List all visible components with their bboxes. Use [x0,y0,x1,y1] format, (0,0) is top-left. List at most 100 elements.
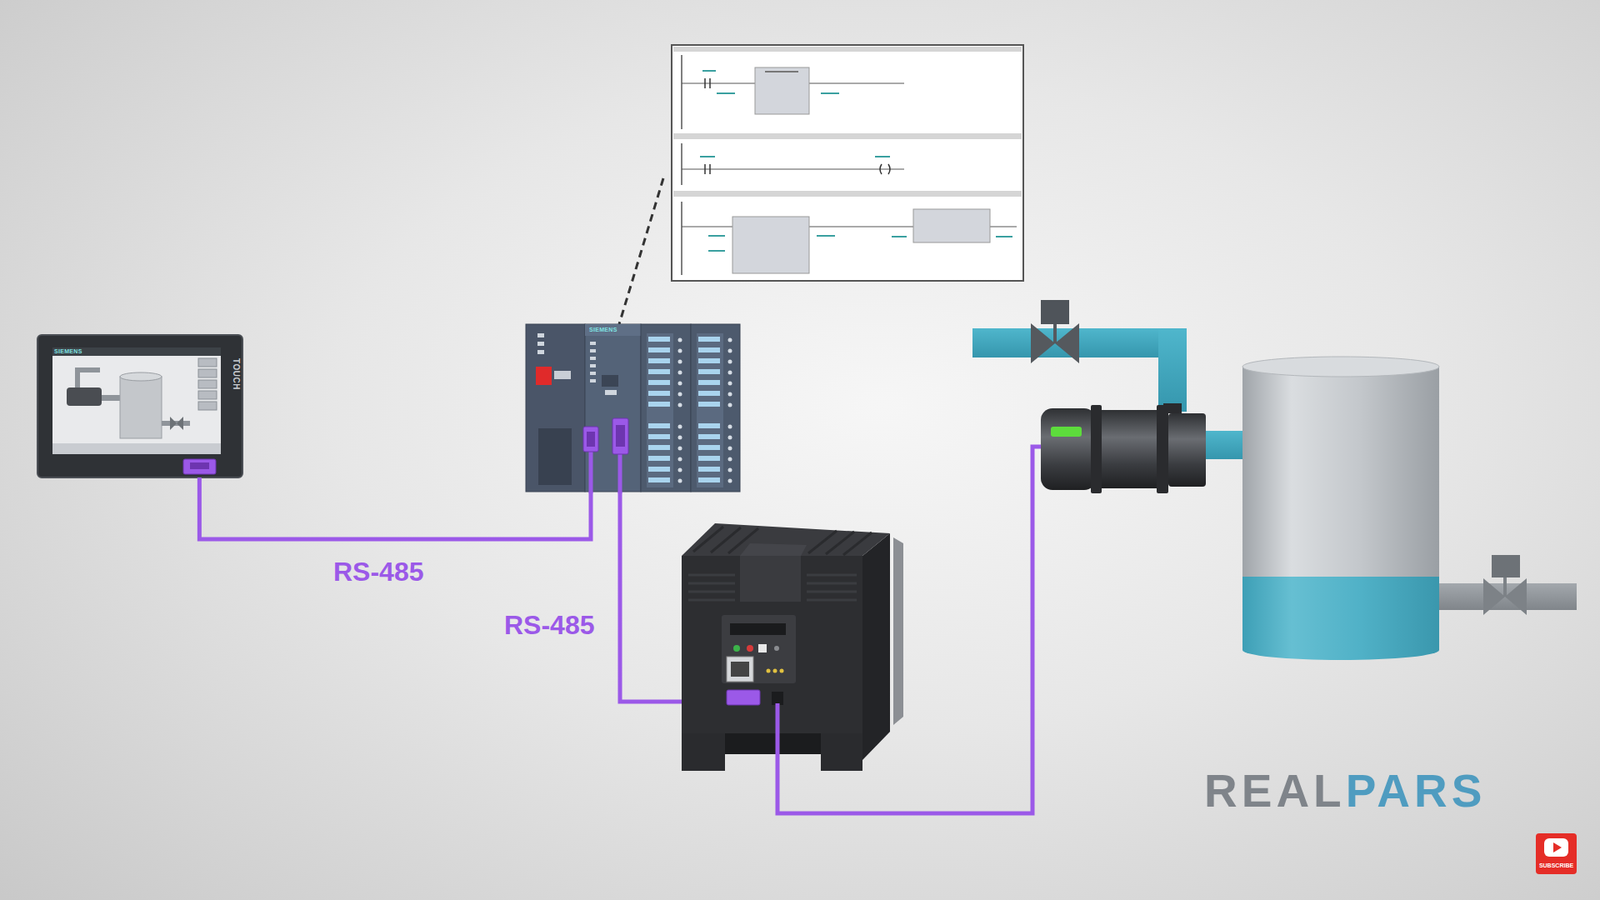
motor-flange [1090,405,1102,494]
terminal-screw [678,392,683,397]
channel-label [698,434,720,440]
tank-top [1242,356,1440,377]
terminal-screw [728,425,733,430]
valve-actuator [1491,555,1520,578]
connector-group [199,477,591,540]
tag-mark [700,155,715,158]
function-block [913,209,990,243]
drive-recess [725,733,821,755]
leader-line [619,178,664,325]
channel-label [648,390,670,396]
channel-label [698,369,720,375]
channel-label [698,358,720,364]
running-indicator [1050,426,1082,437]
tag-mark [875,155,890,158]
status-led [590,356,596,360]
terminal-screw [728,338,733,343]
drive-foot [820,733,863,771]
terminal-screw [728,468,733,473]
key-button [758,644,767,653]
hmi-panel: SIEMENSTOUCH [37,335,243,478]
drive-side [862,533,890,760]
screen-pipe [100,395,122,401]
bus-label: RS-485 [333,558,425,585]
contact-symbol [709,78,711,89]
channel-label [648,358,670,364]
status-led [766,669,771,674]
drive-front [681,555,863,734]
brand-text: SIEMENS [589,326,618,334]
channel-label [648,466,670,472]
status-led [605,390,617,395]
power-rail [680,201,683,275]
io-label-strip [696,333,724,488]
power-rail [680,143,683,185]
profibus-plug [583,426,599,452]
terminal-screw [678,381,683,386]
plc-rack: SIEMENS [525,324,740,492]
contact-symbol [709,164,711,175]
terminal-screw [678,349,683,354]
tag-mark [716,92,735,95]
valve-stem [1503,576,1507,597]
screen-tank [120,372,162,381]
valve-symbol [1030,323,1080,364]
channel-label [648,455,670,461]
tag-mark [708,250,725,252]
coil-symbol [880,164,890,175]
channel-label [648,445,670,450]
brand-text: SIEMENS [54,348,83,355]
status-led [537,341,545,346]
screen-footer [52,443,221,455]
play-icon [1553,842,1562,853]
cable-stub [618,452,623,494]
bus-label: RS-485 [504,611,595,639]
drive-port [726,656,754,682]
tag-mark [820,92,840,95]
terminal-screw [678,403,683,408]
rung-line [681,169,905,170]
contact-symbol [704,164,706,175]
valve-symbol [1483,578,1527,615]
module-tag [554,370,571,380]
io-channel-group [648,336,733,484]
screen-pipe [75,367,100,373]
contact-symbol [704,78,706,89]
channel-label [698,390,720,396]
hmi-screen [52,347,221,455]
terminal-screw [678,435,683,440]
screen-button [198,369,217,378]
comm-port [190,462,210,470]
terminal-screw [728,457,733,462]
subscribe-badge [1535,833,1577,875]
tag-mark [816,235,835,237]
io-module [640,324,691,492]
status-led [780,669,785,674]
channel-label [648,369,670,375]
cpu-top-bar [585,324,641,336]
stop-button [746,645,754,652]
channel-label [698,455,720,461]
pump-inlet [1163,403,1182,414]
tag-mark [765,70,799,73]
power-switch [535,366,552,385]
run-button [733,645,740,652]
channel-label [648,423,670,429]
drive-port [730,661,750,677]
terminal-cover [538,428,572,485]
terminal-screw [728,370,733,375]
channel-label [698,477,720,483]
key-switch [601,375,619,387]
hmi-bezel [37,335,243,478]
valve-stem [1053,323,1057,344]
status-led [773,669,778,674]
screen-pump [66,387,102,406]
valve-actuator [1040,300,1070,325]
motor-terminal [771,691,784,705]
channel-label [648,401,670,407]
network-header [673,133,1022,140]
terminal-screw [678,479,683,484]
network-header [673,46,1022,52]
